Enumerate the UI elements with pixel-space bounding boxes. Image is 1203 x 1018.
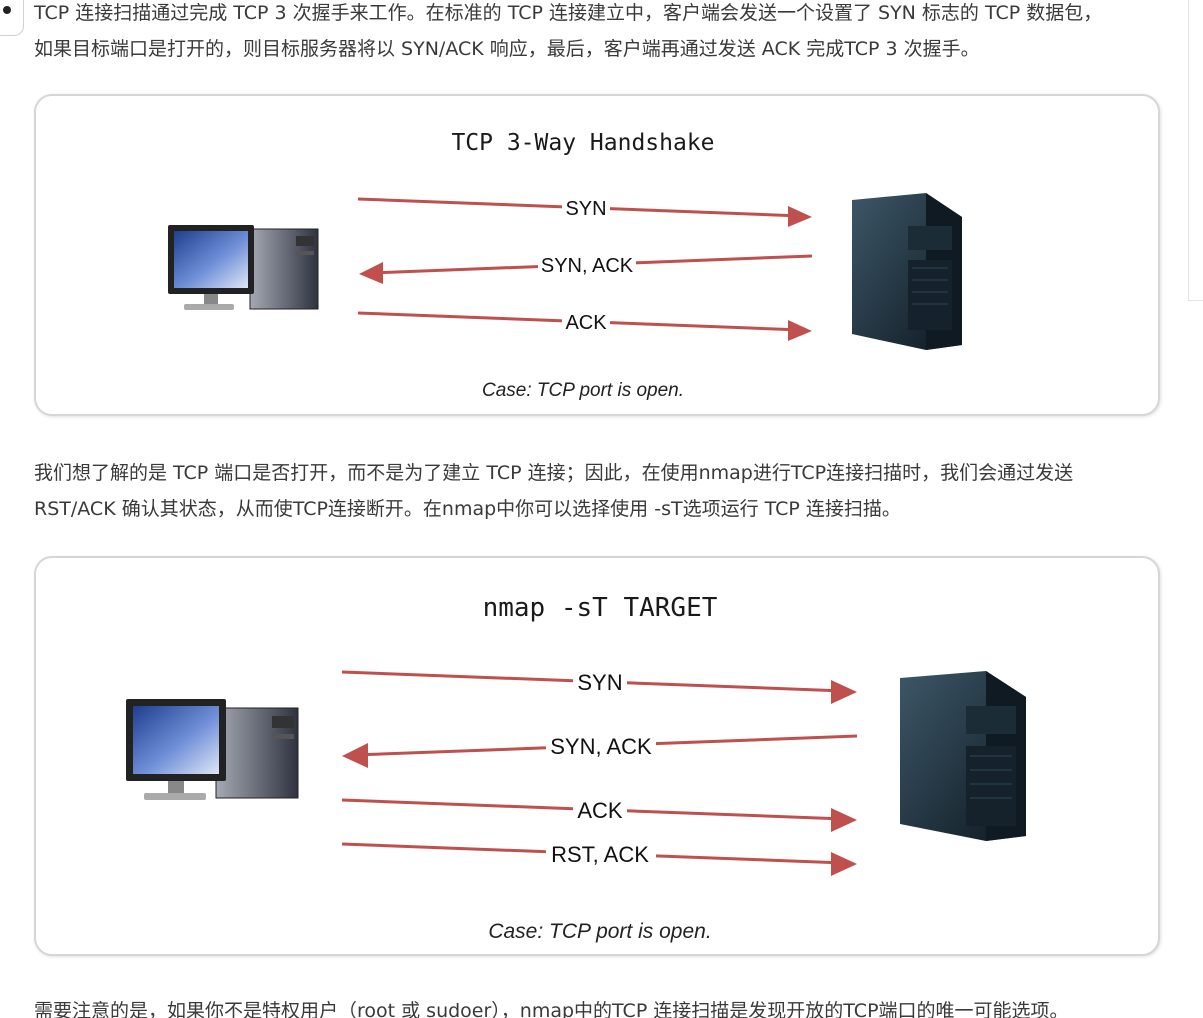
- scan-paragraph: 我们想了解的是 TCP 端口是否打开，而不是为了建立 TCP 连接；因此，在使用…: [34, 455, 1154, 527]
- scan-paragraph-line-2: RST/ACK 确认其状态，从而使TCP连接断开。在nmap中你可以选择使用 -…: [34, 498, 901, 520]
- nmap-diagram-caption: Case: TCP port is open.: [488, 920, 711, 943]
- list-bullet-icon: [3, 6, 11, 14]
- arrow-label-rst-ack: RST, ACK: [551, 842, 649, 867]
- handshake-diagram-title: TCP 3-Way Handshake: [451, 130, 714, 156]
- handshake-diagram-caption: Case: TCP port is open.: [482, 380, 684, 401]
- desktop-computer-icon: [168, 225, 319, 310]
- note-paragraph: 需要注意的是，如果你不是特权用户（root 或 sudoer），nmap中的TC…: [34, 993, 1154, 1018]
- arrow-label-syn: SYN: [577, 670, 622, 695]
- note-paragraph-line-1: 需要注意的是，如果你不是特权用户（root 或 sudoer），nmap中的TC…: [34, 1000, 1069, 1018]
- server-tower-icon: [900, 671, 1026, 841]
- arrow-label-ack: ACK: [577, 798, 623, 823]
- arrow-label-syn-ack: SYN, ACK: [550, 734, 652, 759]
- arrow-label-ack: ACK: [565, 312, 607, 334]
- right-panel-edge: [1188, 0, 1203, 301]
- intro-paragraph-line-2: 如果目标端口是打开的，则目标服务器将以 SYN/ACK 响应，最后，客户端再通过…: [34, 38, 980, 60]
- handshake-diagram: TCP 3-Way Handshake SYN: [34, 94, 1160, 416]
- handshake-diagram-svg: TCP 3-Way Handshake SYN: [168, 130, 962, 401]
- intro-paragraph-line-1: TCP 连接扫描通过完成 TCP 3 次握手来工作。在标准的 TCP 连接建立中…: [34, 2, 1103, 24]
- scan-paragraph-line-1: 我们想了解的是 TCP 端口是否打开，而不是为了建立 TCP 连接；因此，在使用…: [34, 462, 1074, 484]
- list-item-bullet-frame: [0, 0, 24, 36]
- server-tower-icon: [852, 193, 962, 350]
- desktop-computer-icon: [126, 699, 299, 800]
- nmap-diagram-title: nmap -sT TARGET: [483, 593, 718, 623]
- nmap-connect-scan-diagram: nmap -sT TARGET SYN: [34, 556, 1160, 956]
- intro-paragraph: TCP 连接扫描通过完成 TCP 3 次握手来工作。在标准的 TCP 连接建立中…: [34, 0, 1154, 67]
- nmap-connect-scan-diagram-svg: nmap -sT TARGET SYN: [126, 593, 1026, 943]
- arrow-label-syn: SYN: [565, 198, 606, 220]
- arrow-label-syn-ack: SYN, ACK: [541, 255, 634, 277]
